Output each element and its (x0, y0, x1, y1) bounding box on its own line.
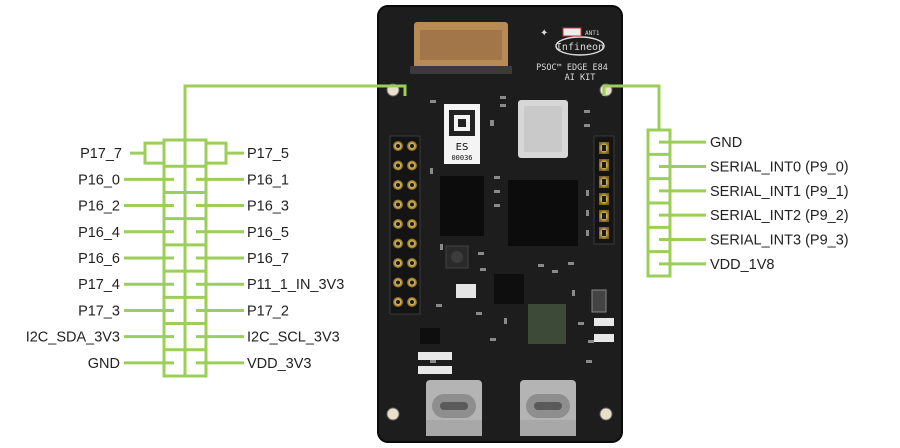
pin-label-left: P16_6 (78, 251, 120, 267)
header-pin-hole (396, 144, 400, 148)
infineon-logo (555, 36, 605, 56)
header-pin-hole (396, 202, 400, 207)
header-pin-hole (396, 280, 400, 285)
fpc-connector-slot (420, 30, 502, 60)
left-header-pins (393, 141, 417, 307)
pin-connector-line (206, 141, 228, 165)
pin-label-right-header: SERIAL_INT0 (P9_0) (710, 160, 849, 176)
pin-label-right: P17_2 (247, 303, 289, 319)
chip (528, 304, 566, 344)
header-pin-hole (410, 241, 414, 246)
pin-label-left: P16_2 (78, 199, 120, 215)
pin-label-left: P16_0 (78, 172, 120, 188)
header-pin-hole (410, 280, 414, 285)
pin-label-left: I2C_SDA_3V3 (26, 330, 120, 346)
antenna-chip (562, 27, 582, 37)
pin-label-right: P17_5 (247, 146, 289, 162)
header-pin-hole (396, 183, 400, 187)
header-pin-hole (396, 261, 400, 265)
header-pin-hole (410, 300, 414, 304)
chip (440, 176, 484, 236)
brand-text: Infineon (556, 42, 604, 53)
pin-label-left: P16_4 (78, 225, 120, 241)
pin-label-right-header: SERIAL_INT2 (P9_2) (710, 208, 849, 224)
chip (591, 289, 607, 313)
pin-label-left: P17_3 (78, 303, 120, 319)
pin-label-left: GND (88, 356, 120, 372)
sticker-bottom: 00036 (451, 154, 472, 162)
left-leader-line (183, 84, 407, 140)
header-pin-hole (602, 196, 606, 202)
pin-connector-line (130, 141, 166, 165)
header-pin-hole (396, 241, 400, 246)
header-pin-hole (602, 162, 606, 168)
header-pin-hole (410, 144, 414, 148)
pin-label-right: P16_1 (247, 172, 289, 188)
chip (456, 284, 476, 298)
user-button (594, 318, 614, 326)
qr-code-center (458, 119, 466, 127)
chip (494, 274, 524, 304)
header-pin-hole (602, 145, 606, 151)
sticker-top: ES (456, 142, 469, 153)
user-button (594, 334, 614, 342)
usb-c-connector-right (520, 380, 576, 436)
header-pin-hole (396, 300, 400, 304)
right-connectors: GND SERIAL_INT0 (P9_0) SERIAL_INT1 (P9_1) S… (659, 135, 849, 273)
header-pin-hole (396, 222, 400, 226)
header-pin-hole (396, 163, 400, 168)
radio-module-inner (524, 106, 562, 152)
product-line-1: PSOC™ EDGE E84 (536, 63, 608, 73)
usb-c-connector-left (426, 380, 482, 436)
header-pin-hole (410, 183, 414, 187)
right-leader-line (602, 84, 661, 130)
fpc-connector-base (410, 66, 512, 74)
pin-label-right-header: SERIAL_INT1 (P9_1) (710, 184, 849, 200)
right-header-pins (599, 142, 609, 239)
pin-label-right: P11_1_IN_3V3 (247, 277, 344, 293)
left-grid-rows (164, 164, 206, 352)
main-soc (508, 180, 578, 246)
smd-components (430, 96, 594, 363)
pcb-edge (377, 5, 623, 443)
pin-label-right: I2C_SCL_3V3 (247, 330, 340, 346)
pin-label-right: P16_5 (247, 225, 289, 241)
pin-label-right: VDD_3V3 (247, 356, 311, 372)
user-button (418, 352, 452, 360)
header-pin-hole (602, 230, 606, 236)
dev-board: Infineon PSOC™ EDGE E84 AI KIT ANT1 ✦ ES… (377, 5, 623, 443)
pin-label-right-header: SERIAL_INT3 (P9_3) (710, 233, 849, 249)
pin-label-right: P16_3 (247, 199, 289, 215)
header-pin-hole (410, 202, 414, 207)
user-button (418, 366, 452, 374)
pin-label-right: P16_7 (247, 251, 289, 267)
header-pin-hole (410, 163, 414, 168)
pin-label-right-header: GND (710, 135, 742, 151)
header-pin-hole (602, 179, 606, 185)
header-pin-hole (410, 222, 414, 226)
chip (420, 328, 440, 344)
pin-label-left: P17_7 (80, 146, 122, 162)
header-pin-hole (410, 261, 414, 265)
right-grid-rows (648, 152, 670, 254)
product-line-2: AI KIT (565, 73, 596, 83)
left-connectors: P17_7P16_0P16_2P16_4P16_6P17_4P17_3I2C_S… (26, 141, 344, 372)
pin-label-right-header: VDD_1V8 (710, 257, 774, 273)
header-pin-hole (602, 213, 606, 219)
pressure-sensor (451, 251, 463, 263)
pin-label-left: P17_4 (78, 277, 120, 293)
antenna-label: ANT1 (585, 30, 600, 37)
mounting-hole (599, 407, 613, 421)
bluetooth-icon: ✦ (540, 28, 548, 39)
mounting-hole (386, 407, 400, 421)
